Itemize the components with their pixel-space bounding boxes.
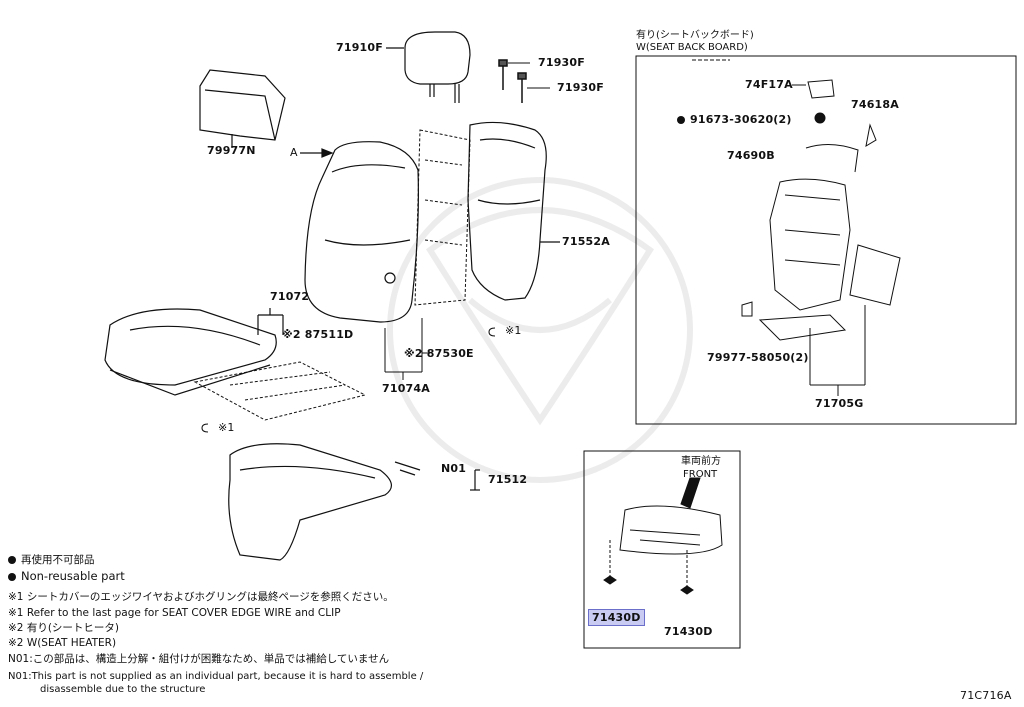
non-reusable-dot-icon [8,572,16,581]
label-71430D-highlighted[interactable]: 71430D [588,609,645,626]
note-1-jp: ※1 シートカバーのエッジワイヤおよびホグリングは最終ページを参照ください。 [8,591,394,603]
note-n01-en-1: N01:This part is not supplied as an indi… [8,671,424,682]
legend-text: Non-reusable part [21,569,125,583]
label-71512[interactable]: 71512 [488,473,528,486]
label-74618A[interactable]: 74618A [851,98,899,111]
label-79977-58050[interactable]: 79977-58050(2) [707,351,809,364]
cushion-pad-part [228,443,480,561]
label-clip-mark-1: ※1 [505,324,522,337]
legend-non-reusable-en: Non-reusable part [8,570,125,583]
label-71930F-b[interactable]: 71930F [557,81,604,94]
label-71074A[interactable]: 71074A [382,382,430,395]
note-1-en: ※1 Refer to the last page for SEAT COVER… [8,607,341,619]
watermark-emblem [387,177,693,483]
seat-cushion-cover-part [104,308,284,396]
label-71072[interactable]: 71072 [270,290,310,303]
highlighted-part-number: 71430D [588,609,645,626]
seatback-pad-part [467,121,560,301]
note-n01-en-2: disassemble due to the structure [40,684,206,695]
seat-back-board-box [635,55,1017,425]
label-arrow-a: A [290,146,298,159]
diagram-id: 71C716A [960,689,1012,702]
label-N01[interactable]: N01 [441,462,467,475]
label-87530E[interactable]: ※2 87530E [404,347,474,360]
bolts-part [498,59,550,103]
seatback-heater-part [414,129,471,306]
cushion-heater-part [193,361,367,421]
label-71930F-a[interactable]: 71930F [538,56,585,69]
non-reusable-dot-icon [677,116,685,124]
legend-non-reusable-jp: 再使用不可部品 [8,554,95,567]
label-71430D[interactable]: 71430D [664,625,713,638]
seat-back-board-title-en: W(SEAT BACK BOARD) [636,42,748,53]
label-71552A[interactable]: 71552A [562,235,610,248]
bracket-lines [384,318,430,380]
label-71705G[interactable]: 71705G [815,397,864,410]
note-n01-jp: N01:この部品は、構造上分解・組付けが困難なため、単品では補給していません [8,653,390,665]
label-74F17A[interactable]: 74F17A [745,78,793,91]
label-71910F[interactable]: 71910F [336,41,383,54]
label-clip-mark-2: ※1 [218,421,235,434]
headrest-cover-part [199,69,286,148]
seat-back-board-title-jp: 有り(シートバックボード) [636,30,754,41]
headrest-part [386,31,471,103]
note-2-jp: ※2 有り(シートヒータ) [8,622,120,634]
label-74690B[interactable]: 74690B [727,149,775,162]
front-detail-box [583,450,741,649]
front-title-en: FRONT [683,469,718,480]
front-title-jp: 車両前方 [681,456,721,467]
hog-ring-clips [201,327,496,433]
label-91673-text: 91673-30620(2) [690,113,792,126]
seatback-cover-part [300,141,419,323]
label-91673-30620[interactable]: 91673-30620(2) [677,114,792,126]
label-79977N[interactable]: 79977N [207,144,256,157]
legend-text: 再使用不可部品 [21,554,95,566]
label-87511D[interactable]: ※2 87511D [282,328,354,341]
non-reusable-dot-icon [8,556,16,564]
note-2-en: ※2 W(SEAT HEATER) [8,637,117,649]
